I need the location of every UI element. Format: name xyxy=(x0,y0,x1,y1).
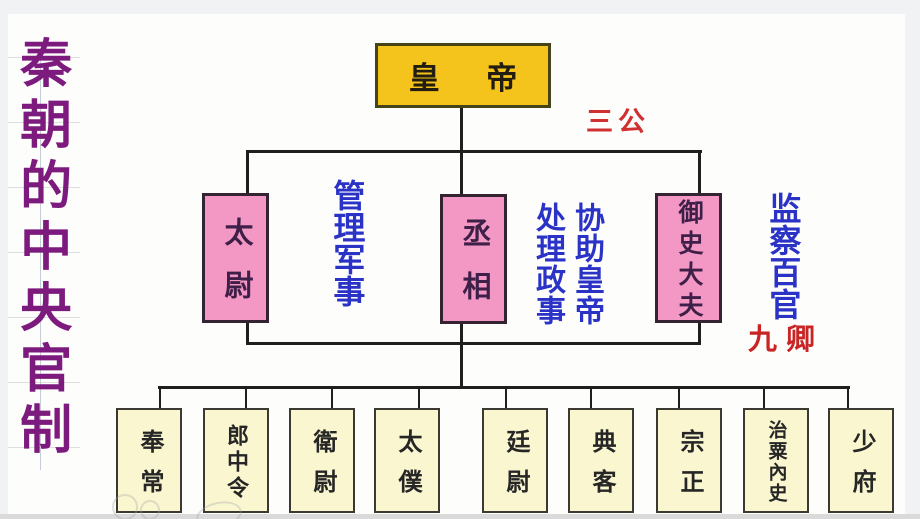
emperor-label: 皇 帝 xyxy=(408,61,518,96)
connector-line xyxy=(159,386,161,409)
ruled-line xyxy=(8,122,80,123)
minister-box-tingwei: 廷尉 xyxy=(482,408,548,513)
minister-label: 典客 xyxy=(588,428,615,509)
minister-box-weiwei: 衛尉 xyxy=(289,408,355,513)
minister-label: 廷尉 xyxy=(502,428,529,509)
duty-note-chengxiang: 协助皇帝 处理政事 xyxy=(531,202,603,326)
minister-label: 太僕 xyxy=(394,428,421,509)
connector-line xyxy=(246,150,702,153)
lord-box-chengxiang: 丞相 xyxy=(440,194,507,324)
ruled-line xyxy=(8,317,80,318)
connector-line xyxy=(460,150,463,198)
minister-label: 奉常 xyxy=(136,428,163,509)
connector-line xyxy=(847,386,849,409)
lord-label: 丞相 xyxy=(458,218,490,324)
connector-line xyxy=(331,386,333,409)
minister-box-zhisuneishi: 治粟內史 xyxy=(743,408,809,513)
emperor-box: 皇 帝 xyxy=(375,43,551,108)
ruled-line xyxy=(8,187,80,188)
connector-line xyxy=(763,386,765,409)
ruled-line-vertical xyxy=(40,56,41,470)
ruled-line xyxy=(8,57,80,58)
connector-line xyxy=(245,386,247,409)
connector-line xyxy=(678,386,680,409)
label-nine-ministers: 九卿 xyxy=(748,324,825,356)
minister-box-taipu: 太僕 xyxy=(374,408,440,513)
connector-line xyxy=(246,342,701,345)
label-three-lords: 三公 xyxy=(586,107,650,137)
ruled-line xyxy=(8,447,80,448)
ruled-line xyxy=(8,382,80,383)
connector-line xyxy=(246,150,249,196)
connector-line xyxy=(460,342,463,388)
watermark xyxy=(112,494,138,519)
minister-label: 衛尉 xyxy=(309,428,336,509)
lord-box-yushidafu: 御史大夫 xyxy=(655,193,722,323)
connector-line xyxy=(418,386,420,409)
ruled-line xyxy=(8,252,80,253)
connector-line xyxy=(158,386,850,389)
minister-label: 少府 xyxy=(848,428,875,509)
duty-note-taiwei: 管理军事 xyxy=(329,179,366,307)
lord-box-taiwei: 太尉 xyxy=(202,193,269,323)
connector-line xyxy=(590,386,592,409)
connector-line xyxy=(246,321,249,344)
lord-label: 御史大夫 xyxy=(675,199,703,323)
connector-line xyxy=(698,150,701,196)
lord-label: 太尉 xyxy=(220,217,252,323)
watermark xyxy=(140,500,160,519)
page-title: 秦朝的中央官制 xyxy=(11,36,69,463)
connector-line xyxy=(698,321,701,344)
minister-box-shaofu: 少府 xyxy=(828,408,894,513)
minister-label: 治粟內史 xyxy=(765,419,787,504)
minister-label: 郎中令 xyxy=(224,423,249,502)
connector-line xyxy=(505,386,507,409)
duty-note-yushidafu: 监察百官 xyxy=(765,192,802,320)
minister-label: 宗正 xyxy=(676,428,703,509)
connector-line xyxy=(460,106,463,152)
connector-line xyxy=(460,321,463,344)
minister-box-zongzheng: 宗正 xyxy=(656,408,722,513)
minister-box-dianke: 典客 xyxy=(568,408,634,513)
minister-box-langzhongling: 郎中令 xyxy=(203,408,269,513)
page-edge xyxy=(0,514,920,519)
